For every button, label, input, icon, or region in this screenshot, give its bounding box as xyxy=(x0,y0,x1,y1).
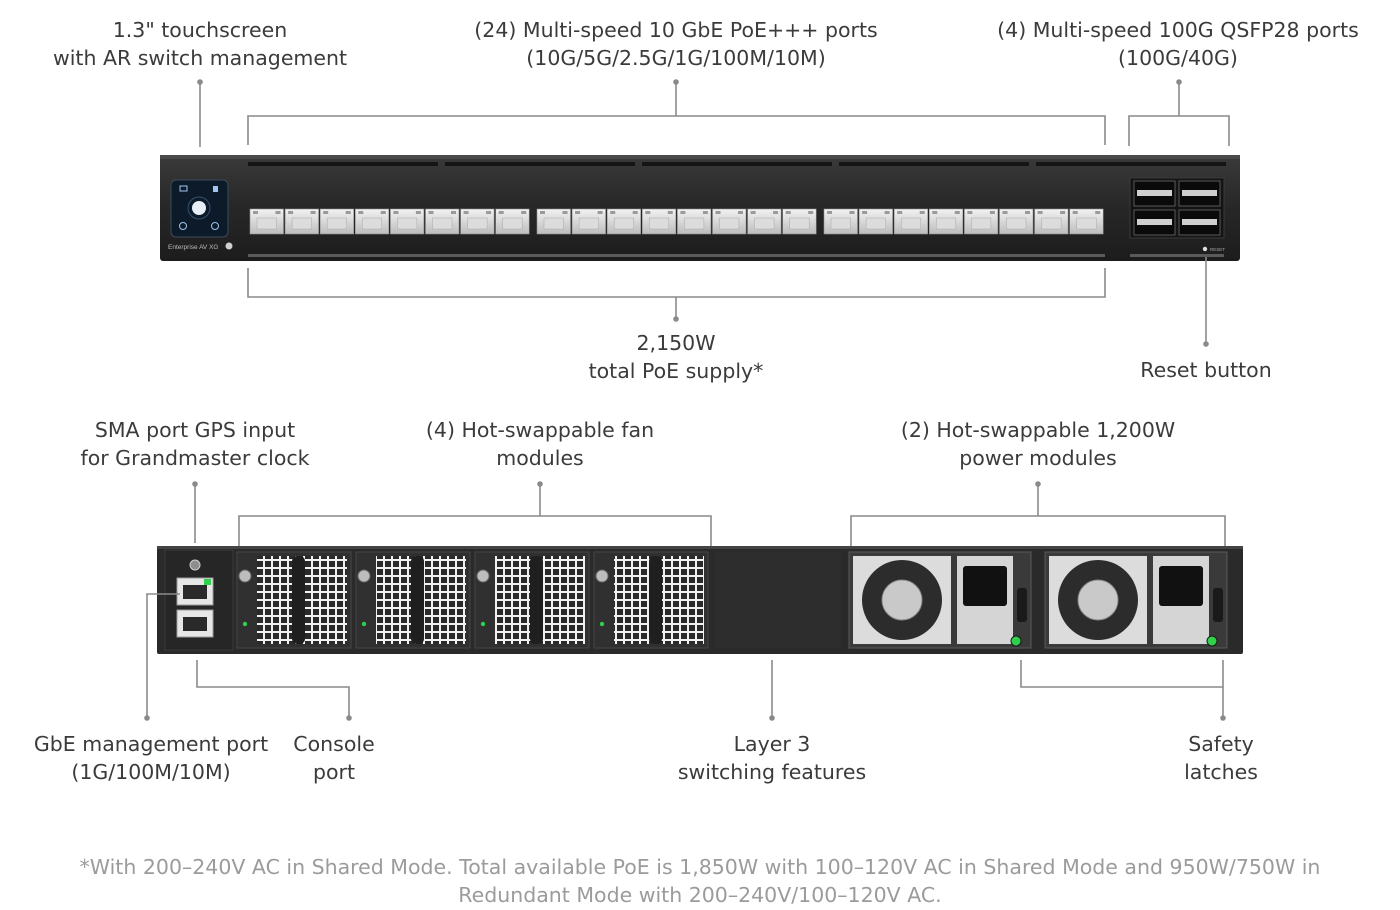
port-group-bar xyxy=(248,254,1105,257)
vent-strip xyxy=(248,162,438,166)
poe-port[interactable] xyxy=(1069,208,1104,235)
poe-port[interactable] xyxy=(354,208,390,235)
callout-mgmt: GbE management port(1G/100M/10M) xyxy=(33,732,269,784)
psu-array xyxy=(848,551,1228,649)
safety-latch[interactable] xyxy=(1213,588,1223,622)
brand-logo-icon xyxy=(225,242,233,250)
psu-module[interactable] xyxy=(848,551,1032,649)
qsfp-port[interactable] xyxy=(1178,209,1221,236)
poe-port[interactable] xyxy=(606,208,642,235)
poe-port[interactable] xyxy=(999,208,1034,235)
qsfp-cage: RESET xyxy=(1129,177,1225,257)
vent-strip xyxy=(1130,162,1224,166)
poe-port[interactable] xyxy=(571,208,606,235)
poe-port[interactable] xyxy=(858,208,893,235)
status-led xyxy=(599,621,605,627)
poe-port[interactable] xyxy=(390,208,425,235)
poe-port[interactable] xyxy=(782,208,817,235)
poe-port[interactable] xyxy=(536,208,571,235)
reset-button[interactable] xyxy=(1202,246,1208,252)
fan-module[interactable] xyxy=(236,551,352,649)
psu-led xyxy=(1206,635,1218,647)
psu-led xyxy=(1010,635,1022,647)
info-icon xyxy=(179,222,187,230)
qsfp-port[interactable] xyxy=(1133,180,1176,207)
front-leaders xyxy=(197,79,1230,347)
poe-port[interactable] xyxy=(319,208,355,235)
psu-module[interactable] xyxy=(1044,551,1228,649)
thumbscrew-icon[interactable] xyxy=(357,569,371,583)
vent-strip xyxy=(839,162,1029,166)
rear-panel xyxy=(157,546,1243,654)
poe-port[interactable] xyxy=(249,208,284,235)
poe-port[interactable] xyxy=(460,208,495,235)
qsfp-port[interactable] xyxy=(1133,209,1176,236)
vent-strip xyxy=(445,162,635,166)
status-led xyxy=(242,621,248,627)
poe-port[interactable] xyxy=(747,208,782,235)
poe-port[interactable] xyxy=(284,208,319,235)
callout-poe-ports: (24) Multi-speed 10 GbE PoE+++ ports(10G… xyxy=(474,18,878,70)
qsfp-port[interactable] xyxy=(1178,180,1221,207)
poe-port[interactable] xyxy=(964,208,999,235)
status-led xyxy=(361,621,367,627)
poe-port[interactable] xyxy=(823,208,858,235)
poe-port[interactable] xyxy=(893,208,929,235)
ac-inlet-icon[interactable] xyxy=(963,566,1007,606)
poe-port[interactable] xyxy=(712,208,747,235)
thumbscrew-icon[interactable] xyxy=(476,569,490,583)
settings-icon xyxy=(211,222,219,230)
poe-port-array xyxy=(249,208,1104,235)
fan-module[interactable] xyxy=(474,551,590,649)
fan-module[interactable] xyxy=(593,551,709,649)
callout-qsfp-ports: (4) Multi-speed 100G QSFP28 ports(100G/4… xyxy=(997,18,1359,70)
svg-text:RESET: RESET xyxy=(1210,247,1225,252)
device-icon xyxy=(213,186,218,192)
vent-strips xyxy=(248,162,1226,166)
screen-icon xyxy=(179,185,188,192)
sma-port[interactable] xyxy=(189,559,201,571)
ac-inlet-icon[interactable] xyxy=(1159,566,1203,606)
front-panel: Enterprise AV XG RESET xyxy=(160,155,1240,261)
safety-latch[interactable] xyxy=(1017,588,1027,622)
brand-label: Enterprise AV XG xyxy=(168,244,218,251)
touchscreen[interactable] xyxy=(170,179,229,238)
callout-reset: Reset button xyxy=(1140,358,1272,382)
status-led xyxy=(480,621,486,627)
footnote: *With 200–240V AC in Shared Mode. Total … xyxy=(79,855,1321,907)
poe-port[interactable] xyxy=(1034,208,1069,235)
thumbscrew-icon[interactable] xyxy=(595,569,609,583)
front-chassis xyxy=(160,155,1240,261)
blank-plate xyxy=(715,552,841,648)
thumbscrew-icon[interactable] xyxy=(238,569,252,583)
rear-leaders xyxy=(144,481,1226,721)
poe-port[interactable] xyxy=(425,208,460,235)
poe-port[interactable] xyxy=(641,208,677,235)
fan-module-array xyxy=(236,551,709,649)
vent-strip xyxy=(642,162,832,166)
poe-port[interactable] xyxy=(677,208,712,235)
poe-port[interactable] xyxy=(495,208,530,235)
fan-module[interactable] xyxy=(355,551,471,649)
poe-port[interactable] xyxy=(928,208,964,235)
